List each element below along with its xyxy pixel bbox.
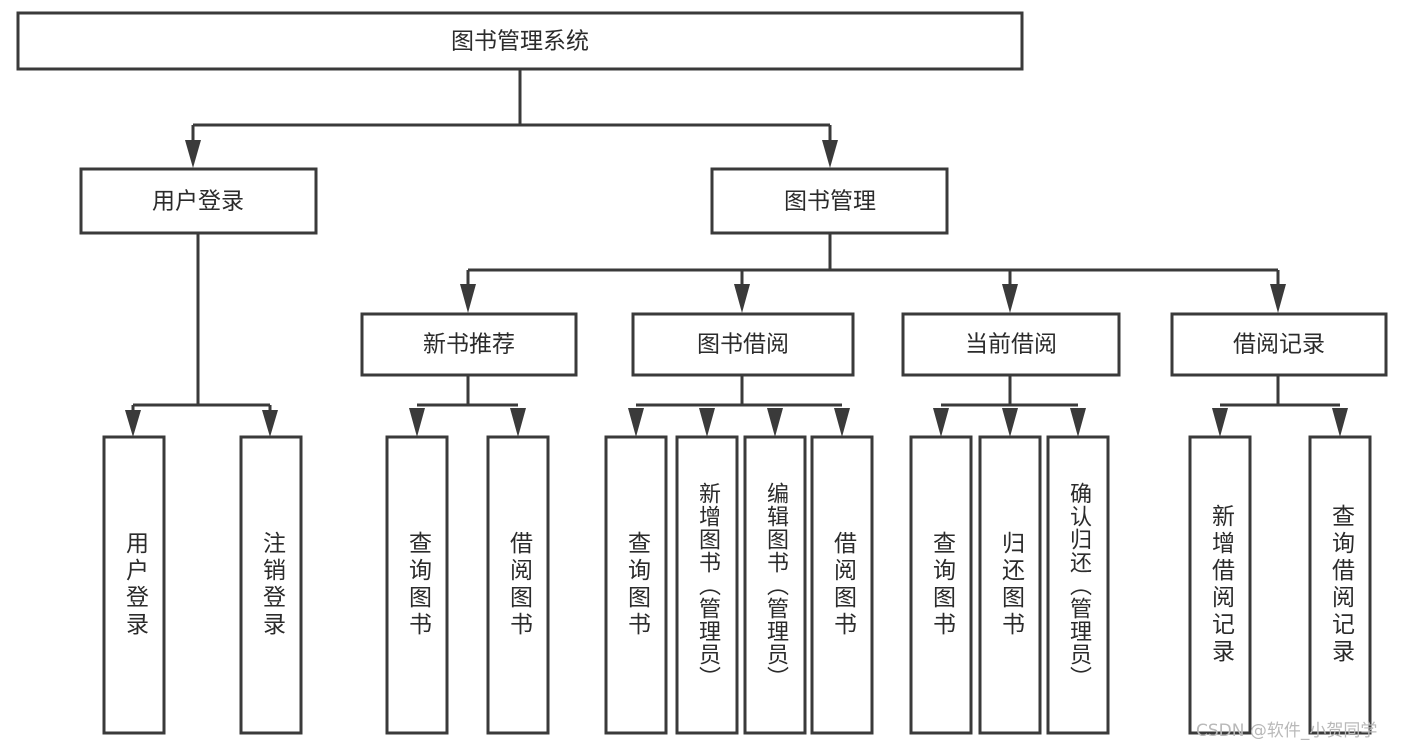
leaf-box-add-record[interactable] [1188, 435, 1252, 735]
node-book-borrow-label: 图书借阅 [697, 332, 789, 358]
node-borrow-record-label: 借阅记录 [1233, 332, 1325, 358]
arrow-head-icon [933, 408, 949, 437]
node-book-borrow-box[interactable] [631, 312, 855, 377]
arrow-head-icon [699, 408, 715, 437]
arrow-head-icon [834, 408, 850, 437]
leaf-box-edit-book[interactable] [743, 435, 807, 735]
leaf-box-confirm-return[interactable] [1046, 435, 1110, 735]
node-user-login-box[interactable] [79, 167, 318, 235]
node-new-book-recommend[interactable]: 新书推荐 [360, 312, 578, 377]
leaf-box-borrow-book-1[interactable] [486, 435, 550, 735]
arrow-head-icon [1332, 408, 1348, 437]
arrow-head-icon [1002, 408, 1018, 437]
leaf-box-query-book-1[interactable] [385, 435, 449, 735]
arrow-head-icon [1070, 408, 1086, 437]
connector-book-mgmt-to-level3 [460, 233, 1286, 313]
connector-book-borrow-to-leaves [628, 375, 850, 437]
arrow-head-icon [125, 410, 141, 437]
node-new-book-recommend-label: 新书推荐 [423, 332, 515, 358]
connector-user-login-to-leaves [125, 233, 278, 437]
arrow-head-icon [1002, 284, 1018, 313]
node-book-management[interactable]: 图书管理 [710, 167, 949, 235]
node-book-management-box[interactable] [710, 167, 949, 235]
arrow-head-icon [734, 284, 750, 313]
node-current-borrow[interactable]: 当前借阅 [901, 312, 1121, 377]
connector-new-book-to-leaves [409, 375, 526, 437]
leaf-box-logout[interactable] [239, 435, 303, 735]
arrow-head-icon [262, 410, 278, 437]
arrow-head-icon [409, 408, 425, 437]
leaf-box-query-record[interactable] [1308, 435, 1372, 735]
leaf-box-add-book[interactable] [675, 435, 739, 735]
node-book-management-label: 图书管理 [784, 189, 876, 215]
node-current-borrow-label: 当前借阅 [965, 332, 1057, 358]
connector-root-to-level2 [185, 69, 838, 168]
node-current-borrow-box[interactable] [901, 312, 1121, 377]
csdn-watermark: CSDN @软件_小贺同学 [1196, 721, 1378, 741]
leaf-box-return-book[interactable] [978, 435, 1042, 735]
node-user-login-label: 用户登录 [152, 189, 244, 215]
arrow-head-icon [510, 408, 526, 437]
node-book-borrow[interactable]: 图书借阅 [631, 312, 855, 377]
node-root-box[interactable] [16, 11, 1024, 71]
node-borrow-record[interactable]: 借阅记录 [1170, 312, 1388, 377]
node-root-system[interactable]: 图书管理系统 [16, 11, 1024, 71]
arrow-head-icon [822, 140, 838, 168]
leaf-box-user-login[interactable] [102, 435, 166, 735]
connector-current-borrow-to-leaves [933, 375, 1086, 437]
node-new-book-recommend-box[interactable] [360, 312, 578, 377]
leaf-box-query-book-3[interactable] [909, 435, 973, 735]
connector-borrow-record-to-leaves [1212, 375, 1348, 437]
leaf-box-query-book-2[interactable] [604, 435, 668, 735]
arrow-head-icon [185, 140, 201, 168]
node-root-label: 图书管理系统 [451, 29, 589, 55]
arrow-head-icon [1270, 284, 1286, 313]
node-user-login[interactable]: 用户登录 [79, 167, 318, 235]
arrow-head-icon [1212, 408, 1228, 437]
leaf-box-borrow-book-2[interactable] [810, 435, 874, 735]
arrow-head-icon [628, 408, 644, 437]
node-borrow-record-box[interactable] [1170, 312, 1388, 377]
arrow-head-icon [767, 408, 783, 437]
arrow-head-icon [460, 284, 476, 313]
